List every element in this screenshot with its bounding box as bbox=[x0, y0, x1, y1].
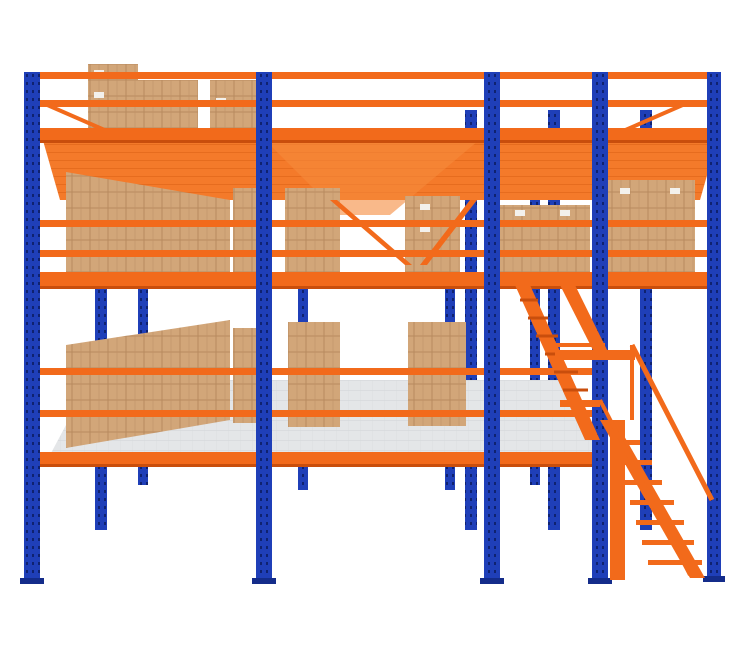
top-deck bbox=[30, 128, 720, 215]
middle-deck bbox=[30, 272, 720, 289]
middle-braces bbox=[330, 200, 477, 265]
stair-handrails bbox=[555, 343, 715, 576]
front-columns bbox=[20, 72, 725, 584]
stair-landing bbox=[555, 350, 635, 407]
lower-railings bbox=[30, 368, 605, 417]
middle-railings bbox=[30, 220, 720, 257]
